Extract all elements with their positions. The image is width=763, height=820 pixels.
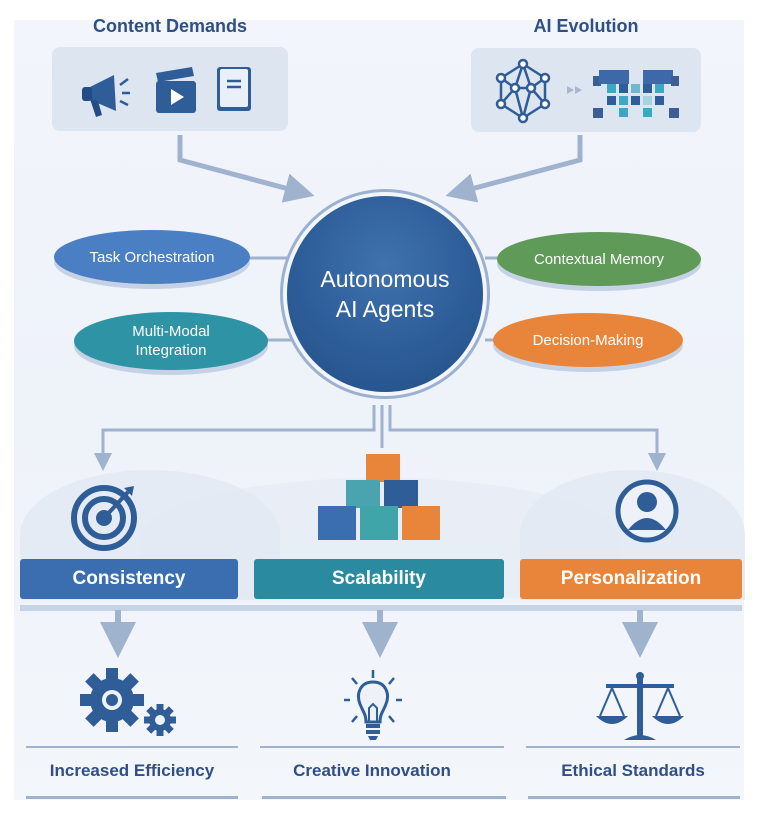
input-title-ai-evolution: AI Evolution	[533, 16, 639, 36]
rule	[26, 796, 238, 799]
rule	[260, 746, 504, 748]
capability-multi-modal-integration: Multi-Modal Integration	[74, 312, 268, 370]
user-profile-icon	[615, 479, 679, 543]
capability-task-orchestration: Task Orchestration	[54, 230, 250, 284]
ai-evolution-panel	[471, 48, 701, 132]
content-demands-panel	[52, 47, 288, 131]
scales-icon	[596, 672, 684, 740]
ai-evolution-icons	[495, 58, 679, 124]
input-title-content-demands: Content Demands	[92, 16, 247, 36]
double-arrow-icon	[567, 86, 582, 94]
benefit-scalability: Scalability	[254, 559, 504, 599]
rule	[528, 796, 740, 799]
outcome-ethical-standards: Ethical Standards	[561, 761, 705, 780]
rule	[526, 746, 740, 748]
rule	[262, 796, 506, 799]
book-icon	[217, 67, 251, 111]
center-line-1: Autonomous	[320, 266, 450, 292]
target-icon	[71, 485, 137, 551]
center-hub-autonomous-ai-agents: Autonomous AI Agents	[287, 196, 483, 392]
capability-contextual-memory: Contextual Memory	[497, 232, 701, 286]
center-hub-label: Autonomous AI Agents	[320, 264, 449, 324]
video-clapper-icon	[156, 67, 196, 113]
stacked-cubes-icon	[318, 454, 440, 540]
diagram-canvas	[14, 20, 744, 800]
arrow-ai-to-center	[445, 135, 583, 203]
capability-decision-making: Decision-Making	[493, 313, 683, 367]
arrow-content-to-center	[177, 135, 315, 203]
matrix-grid-icon	[593, 70, 679, 118]
content-demands-icons	[82, 67, 251, 117]
neural-network-icon	[495, 58, 551, 124]
outcome-increased-efficiency: Increased Efficiency	[49, 761, 215, 780]
outcome-creative-innovation: Creative Innovation	[293, 761, 451, 780]
branch-left	[94, 405, 376, 471]
branch-right	[388, 405, 666, 471]
gears-icon	[80, 668, 176, 736]
benefit-personalization: Personalization	[520, 559, 742, 599]
benefit-consistency: Consistency	[20, 559, 238, 599]
rule	[26, 746, 238, 748]
megaphone-icon	[82, 75, 130, 117]
lightbulb-icon	[344, 670, 402, 740]
center-line-2: AI Agents	[335, 296, 435, 322]
